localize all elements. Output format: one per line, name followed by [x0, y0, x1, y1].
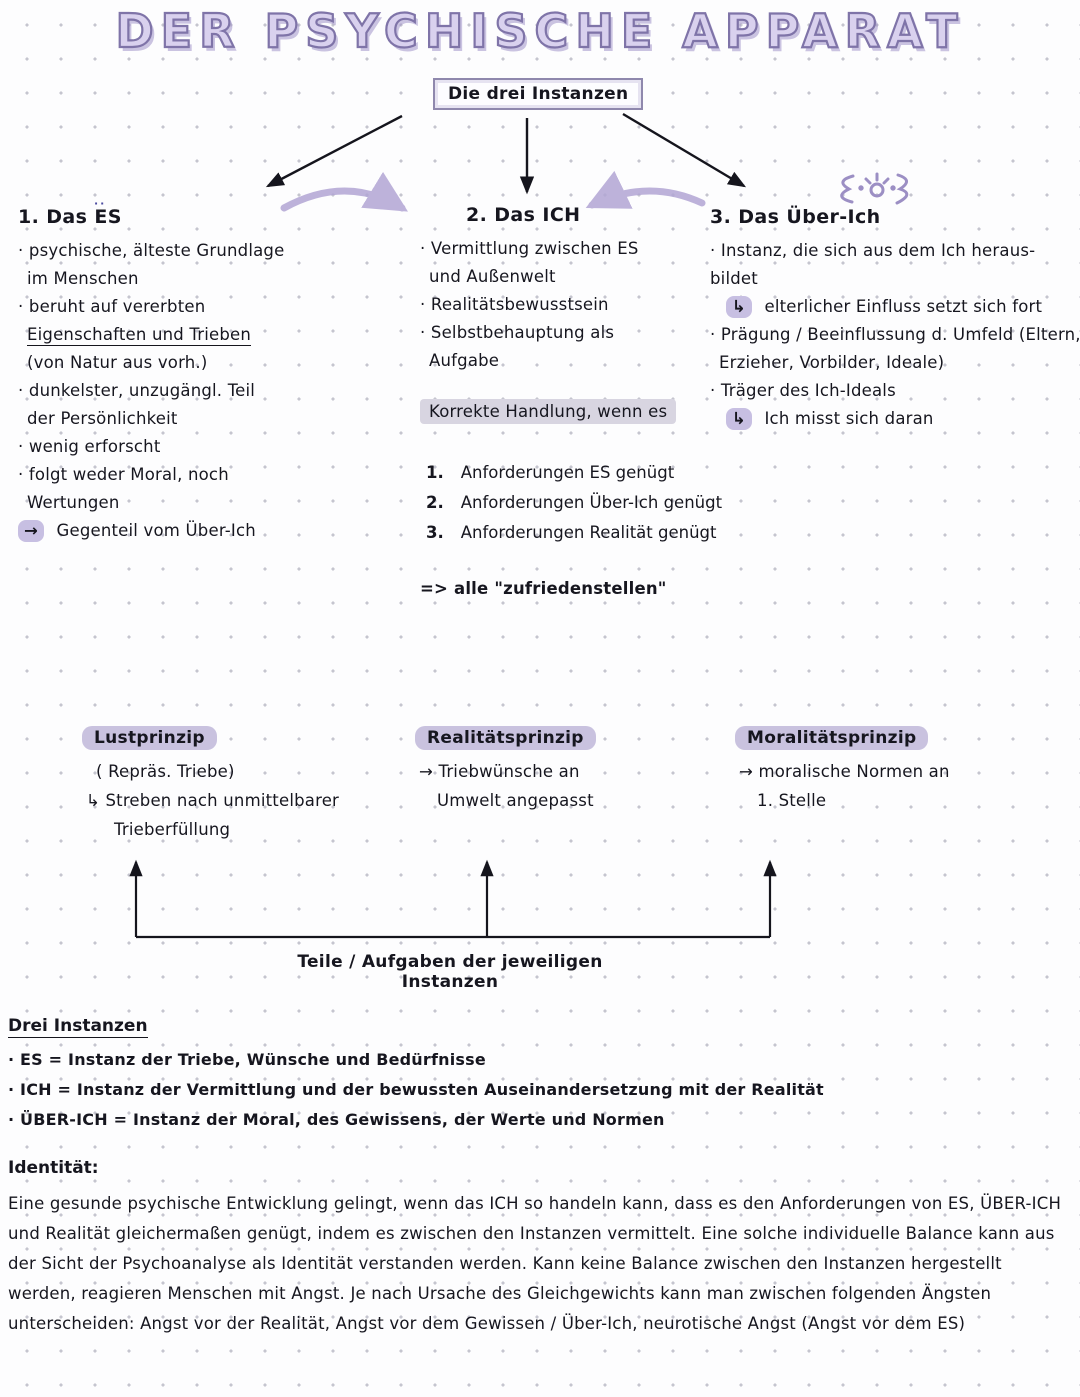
principle-lustprinzip: Lustprinzip ( Repräs. Triebe) ↳ Streben … [82, 726, 339, 844]
note-line: → Gegenteil vom Über-Ich [18, 517, 338, 545]
note-line: · Realitätsbewusstsein [420, 295, 609, 314]
arrow-to-es [265, 114, 403, 188]
note-line: · Selbstbehauptung als [420, 323, 615, 342]
note-line: ↳ elterlicher Einfluss setzt sich fort [710, 293, 1060, 321]
column-das-es: 1. Das ES ·· · psychische, älteste Grund… [18, 197, 338, 545]
note-line: 1. Stelle [757, 791, 827, 810]
numbered-list: 1. Anforderungen ES genügt 2. Anforderunge… [420, 458, 740, 548]
note-text: elterlicher Einfluss setzt sich fort [764, 297, 1043, 316]
note-line: Erzieher, Vorbilder, Ideale) [719, 353, 945, 372]
principle-label: Moralitätsprinzip [735, 726, 929, 750]
principle-label: Realitätsprinzip [415, 726, 596, 750]
note-line: · Vermittlung zwischen ES [420, 239, 639, 258]
definition-line: · ES = Instanz der Triebe, Wünsche und B… [8, 1050, 486, 1069]
item-number: 1. [426, 463, 444, 482]
identity-heading: Identität: [8, 1158, 99, 1178]
page-title: DER PSYCHISCHE APPARAT [114, 3, 965, 59]
note-line: → Triebwünsche an [419, 762, 580, 781]
sun-doodle [840, 172, 909, 205]
note-line: · psychische, älteste Grundlage [18, 241, 285, 260]
note-line: der Persönlichkeit [27, 409, 178, 428]
note-text: Ich misst sich daran [764, 409, 934, 428]
definitions-heading: Drei Instanzen [8, 1016, 824, 1038]
underlined-text: Eigenschaften und Trieben [27, 325, 252, 346]
ich-heading: 2. Das ICH [466, 204, 581, 226]
bracket-arrows [129, 859, 777, 939]
note-line: ↳ Ich misst sich daran [710, 405, 1060, 433]
note-line: Eigenschaften und Trieben [18, 321, 338, 349]
numbered-item: 3. Anforderungen Realität genügt [420, 518, 740, 548]
identity-paragraph: Eine gesunde psychische Entwicklung geli… [8, 1194, 1062, 1333]
bracket-caption: Teile / Aufgaben der jeweiligen Instanze… [297, 952, 603, 992]
principle-label: Lustprinzip [82, 726, 217, 750]
right-arrow-icon: → [18, 520, 45, 542]
item-number: 2. [426, 493, 444, 512]
elbow-arrow-icon: ↳ [726, 408, 753, 430]
note-line: · Instanz, die sich aus dem Ich heraus- [710, 241, 1036, 260]
note-line: Trieberfüllung [114, 820, 231, 839]
note-line: · beruht auf vererbten [18, 297, 206, 316]
note-line: Umwelt angepasst [437, 791, 594, 810]
note-line: · dunkelster, unzugängl. Teil [18, 381, 256, 400]
es-heading-text: 1. Das ES [18, 206, 122, 228]
note-line: ↳ Streben nach unmittelbarer [86, 791, 340, 810]
principle-moralitaetsprinzip: Moralitätsprinzip → moralische Normen an… [735, 726, 950, 815]
note-line: bildet [710, 269, 758, 288]
principle-realitaetsprinzip: Realitätsprinzip → Triebwünsche an Umwel… [415, 726, 596, 815]
note-line: Aufgabe [429, 351, 500, 370]
numbered-item: 2. Anforderungen Über-Ich genügt [420, 488, 740, 518]
note-line: ( Repräs. Triebe) [96, 762, 235, 781]
conclusion-line: => alle "zufriedenstellen" [420, 579, 667, 598]
definitions-section: Drei Instanzen · ES = Instanz der Triebe… [8, 1016, 824, 1135]
note-line: (von Natur aus vorh.) [27, 353, 208, 372]
identity-section: Identität: Eine gesunde psychische Entwi… [8, 1158, 1070, 1339]
note-line: · wenig erforscht [18, 437, 161, 456]
note-line: Wertungen [27, 493, 120, 512]
die-drei-instanzen-box: Die drei Instanzen [433, 78, 644, 110]
item-text: Anforderungen Realität genügt [460, 523, 717, 542]
underlined-text: Drei Instanzen [8, 1016, 148, 1038]
note-text: Gegenteil vom Über-Ich [56, 521, 256, 540]
swoosh-right-decoration [585, 170, 706, 209]
column-das-ueber-ich: 3. Das Über-Ich · Instanz, die sich aus … [710, 206, 1080, 433]
note-line: und Außenwelt [429, 267, 556, 286]
arrow-to-ueber-ich [622, 112, 747, 188]
item-number: 3. [426, 523, 444, 542]
note-line: · Träger des Ich-Ideals [710, 381, 896, 400]
note-line: · folgt weder Moral, noch [18, 465, 229, 484]
definition-line: · ICH = Instanz der Vermittlung und der … [8, 1080, 824, 1099]
item-text: Anforderungen ES genügt [460, 463, 675, 482]
box-label: Die drei Instanzen [448, 84, 629, 104]
item-text: Anforderungen Über-Ich genügt [460, 493, 723, 512]
numbered-item: 1. Anforderungen ES genügt [420, 458, 740, 488]
note-line: · Prägung / Beeinflussung d. Umfeld (Elt… [710, 325, 1080, 344]
es-umlaut-doodle: ·· [94, 197, 107, 210]
note-line: im Menschen [27, 269, 139, 288]
es-heading: 1. Das ES ·· [18, 197, 338, 228]
elbow-arrow-icon: ↳ [726, 296, 753, 318]
highlighted-label: Korrekte Handlung, wenn es [420, 399, 677, 424]
note-line: → moralische Normen an [739, 762, 950, 781]
definition-line: · ÜBER-ICH = Instanz der Moral, des Gewi… [8, 1110, 665, 1129]
ueber-ich-heading: 3. Das Über-Ich [710, 206, 881, 228]
column-das-ich: 2. Das ICH · Vermittlung zwischen ES und… [420, 204, 740, 603]
